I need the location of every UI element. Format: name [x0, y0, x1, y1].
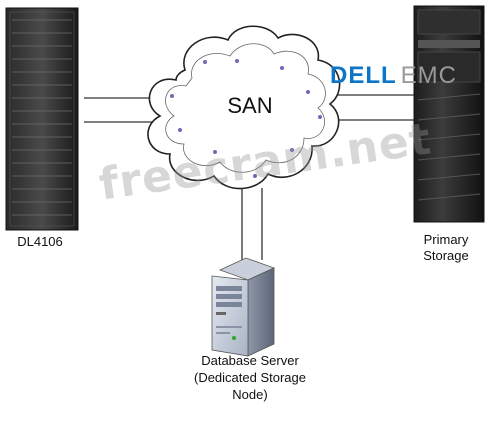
primary-storage-label-line1: Primary	[423, 232, 469, 247]
database-server	[211, 257, 276, 357]
primary-storage-label-line2: Storage	[423, 248, 469, 263]
logo-part-emc: EMC	[400, 62, 458, 89]
database-server-label-line2: (Dedicated Storage	[193, 370, 306, 385]
san-cloud-inner-outline	[165, 43, 326, 173]
database-server-label-line3: Node)	[232, 387, 268, 402]
primary-storage-label: Primary Storage	[400, 232, 492, 264]
dl4106-rack	[5, 7, 79, 231]
database-server-label: Database Server (Dedicated Storage Node)	[150, 352, 350, 403]
dl4106-label: DL4106	[17, 234, 63, 249]
san-label: SAN	[227, 93, 273, 118]
san-cloud	[147, 25, 341, 190]
database-server-label-line1: Database Server	[201, 353, 299, 368]
logo-part-dell: DELL	[330, 62, 397, 89]
cloud-dots	[170, 59, 322, 178]
san-cloud-outline	[147, 25, 341, 190]
primary-storage	[413, 5, 485, 223]
